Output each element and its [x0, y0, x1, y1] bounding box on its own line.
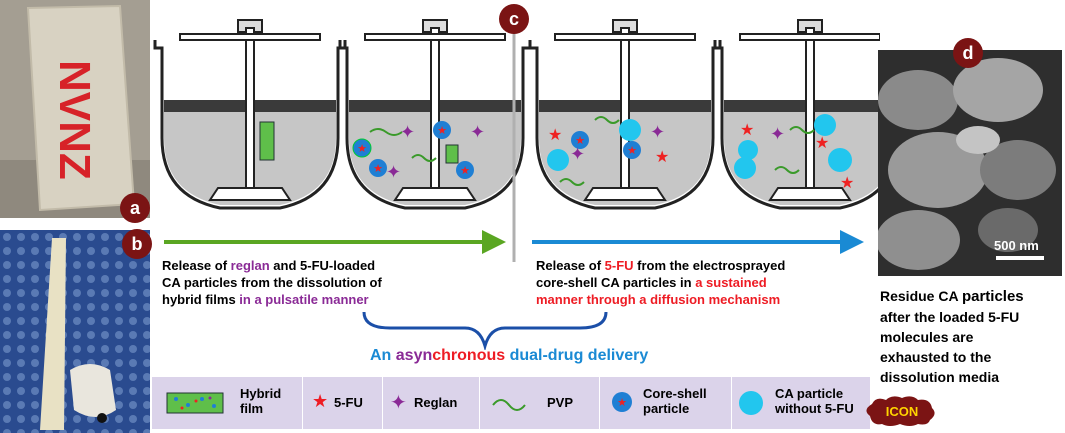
beaker-2-particles: ★ ★ ★ ★ ✦ ✦ ✦ [352, 121, 485, 182]
right-caption-text-2: from the electrosprayed [633, 258, 786, 273]
legend-label-2: particle [643, 401, 690, 416]
svg-text:✦: ✦ [386, 162, 401, 182]
svg-text:✦: ✦ [570, 144, 585, 164]
title-part2: asyn [395, 347, 433, 364]
diagram-title: An asynchronous dual-drug delivery [370, 347, 648, 365]
residue-line1b: particles [961, 288, 1024, 305]
left-caption-line3: hybrid films [162, 292, 240, 307]
legend-label: 5-FU [334, 395, 363, 410]
icon-badge: ICON [866, 396, 935, 426]
svg-text:★: ★ [437, 125, 447, 137]
svg-text:★: ★ [617, 397, 627, 409]
svg-text:★: ★ [575, 135, 585, 147]
title-part1: An [370, 347, 396, 364]
photo-a-handwriting: NVNZ [50, 60, 99, 180]
residue-line2: after the loaded 5-FU [880, 309, 1020, 325]
svg-text:✦: ✦ [650, 122, 665, 142]
legend-pvp: PVP [479, 377, 600, 429]
beaker-1 [153, 18, 347, 210]
icon-label: ICON [886, 404, 919, 419]
pvp-squiggle-icon [492, 399, 526, 411]
svg-text:★: ★ [460, 165, 470, 177]
photo-a-film: NVNZ [0, 0, 150, 218]
hybrid-film-icon [166, 392, 224, 414]
residue-line5: dissolution media [880, 369, 1000, 385]
right-caption-sustained: a sustained [695, 275, 767, 290]
residue-line4: exhausted to the [880, 349, 992, 365]
left-caption-text-2: and 5-FU-loaded [269, 258, 376, 273]
beaker-4 [713, 18, 880, 210]
svg-text:✦: ✦ [400, 122, 415, 142]
svg-text:★: ★ [357, 143, 367, 155]
svg-text:✦: ✦ [770, 124, 785, 144]
core-shell-icon: ★ [612, 392, 632, 412]
legend-label: PVP [547, 395, 574, 410]
sem-scale-label: 500 nm [994, 238, 1039, 253]
right-caption: Release of 5-FU from the electrosprayed … [536, 257, 876, 308]
left-caption-line2: CA particles from the dissolution of [162, 275, 382, 290]
legend-reglan: ✦ Reglan [382, 377, 480, 429]
legend-label: Core-shell [643, 386, 707, 401]
left-caption-text: Release of [162, 258, 231, 273]
legend-label: CA particle [775, 386, 844, 401]
beaker-2 [338, 18, 532, 210]
left-caption-reglan: reglan [230, 258, 270, 273]
title-part3: chronous [432, 347, 506, 364]
beaker-4-particles: ★ ★ ★ ✦ [734, 114, 854, 192]
residue-line1a: Residue CA [880, 288, 962, 304]
svg-text:★: ★ [627, 145, 637, 157]
left-caption-pulsatile: in a pulsatile manner [239, 292, 369, 307]
right-caption-text: Release of [536, 258, 605, 273]
photo-a-image: NVNZ [0, 0, 150, 218]
brace [362, 311, 608, 350]
left-caption: Release of reglan and 5-FU-loaded CA par… [162, 257, 512, 308]
title-part4: dual-drug delivery [505, 347, 649, 364]
hybrid-film-1 [259, 121, 275, 161]
legend-label: Reglan [414, 395, 458, 410]
sem-texture [878, 50, 1062, 276]
residue-line3: molecules are [880, 329, 974, 345]
badge-a: a [120, 193, 150, 223]
photo-b-film [0, 230, 150, 433]
svg-text:✦: ✦ [470, 122, 485, 142]
legend-5fu: ★ 5-FU [302, 377, 383, 429]
badge-c: c [499, 4, 529, 34]
svg-text:★: ★ [655, 149, 669, 166]
svg-text:★: ★ [840, 175, 854, 192]
beaker-3-particles: ★ ★ ★ ★ ✦ ✦ [547, 116, 669, 186]
legend-label-2: without 5-FU [775, 401, 854, 416]
beakers-diagram: ★ ★ ★ ★ ✦ ✦ ✦ ★ ★ ★ ★ ✦ ✦ ★ ★ ★ ✦ [153, 18, 880, 262]
sem-image: 500 nm [878, 50, 1062, 276]
right-caption-line3: manner through a diffusion mechanism [536, 292, 781, 307]
residue-text: Residue CA particles after the loaded 5-… [880, 286, 1060, 387]
purple-star-icon: ✦ [390, 392, 407, 414]
svg-text:★: ★ [740, 122, 754, 139]
svg-text:★: ★ [815, 135, 829, 152]
beaker-3 [528, 18, 722, 210]
badge-b: b [122, 229, 152, 259]
red-star-icon: ★ [312, 391, 329, 411]
arrows [164, 230, 864, 254]
photo-b-image [0, 230, 150, 433]
right-caption-5fu: 5-FU [604, 258, 634, 273]
badge-d: d [953, 38, 983, 68]
svg-text:★: ★ [373, 163, 383, 175]
right-caption-line2: core-shell CA particles in [536, 275, 696, 290]
cyan-circle-icon [739, 391, 763, 415]
legend-label: Hybrid [240, 386, 282, 401]
legend-label-2: film [240, 401, 264, 416]
svg-text:★: ★ [548, 127, 562, 144]
